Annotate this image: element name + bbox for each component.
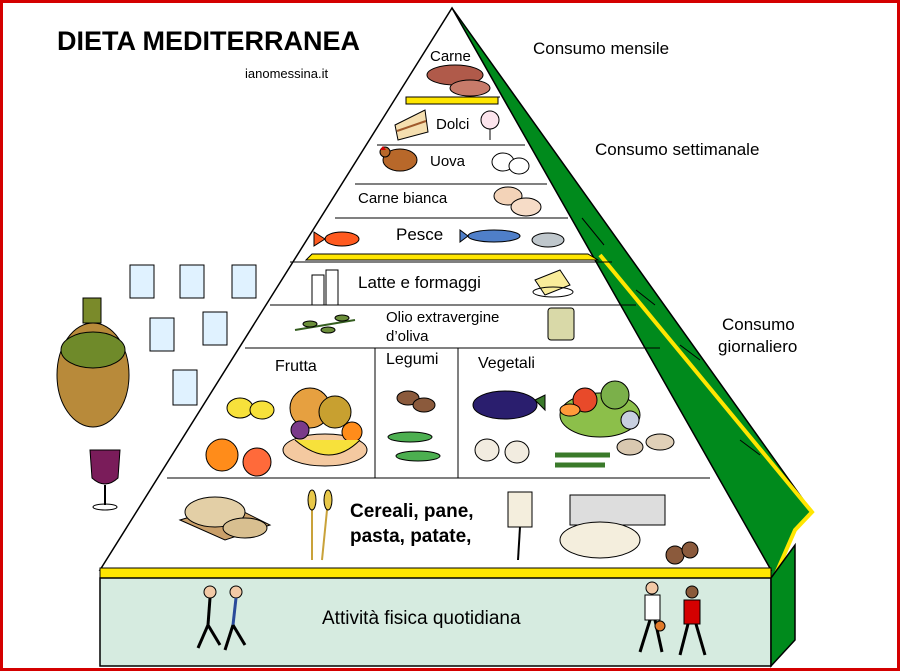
label-consumo-mensile: Consumo mensile bbox=[533, 39, 669, 58]
side-yellow-edge bbox=[598, 253, 815, 586]
level-latte-formaggi: Latte e formaggi bbox=[358, 273, 481, 292]
olive-branch-icon bbox=[294, 314, 356, 334]
base-side-face bbox=[770, 542, 796, 668]
level-vegetali: Vegetali bbox=[478, 355, 535, 372]
yellow-band-monthly bbox=[405, 96, 499, 105]
oranges-icon bbox=[205, 438, 272, 477]
pasta-icon bbox=[507, 491, 533, 561]
level-olio-2: d’oliva bbox=[386, 328, 429, 345]
meat-icon bbox=[426, 64, 491, 97]
garlic-icon bbox=[474, 438, 530, 464]
lollipop-icon bbox=[480, 110, 500, 140]
cake-icon bbox=[394, 109, 429, 141]
label-consumo-giornaliero-1: Consumo bbox=[722, 315, 795, 334]
wine-flask-icon bbox=[56, 297, 130, 428]
leeks-icon bbox=[555, 452, 610, 468]
level-carne-bianca: Carne bianca bbox=[358, 190, 448, 207]
yellow-band-base bbox=[99, 567, 772, 579]
hen-icon bbox=[379, 146, 418, 172]
level-carne: Carne bbox=[430, 48, 471, 65]
blue-fish-icon bbox=[459, 229, 521, 243]
label-consumo-giornaliero-2: giornaliero bbox=[718, 337, 797, 356]
lemons-icon bbox=[226, 397, 275, 420]
wheat-icon bbox=[307, 489, 333, 561]
level-legumi: Legumi bbox=[386, 351, 438, 368]
site-credit: ianomessina.it bbox=[245, 66, 328, 81]
level-frutta: Frutta bbox=[275, 358, 317, 375]
runners-icon bbox=[196, 585, 247, 651]
mushrooms-icon bbox=[616, 433, 675, 456]
milk-bottles-icon bbox=[311, 269, 339, 306]
pasta-machine-icon bbox=[559, 494, 699, 565]
basketball-players-icon bbox=[638, 581, 707, 656]
water-glasses-icon bbox=[129, 264, 257, 406]
eggplant-icon bbox=[472, 390, 546, 420]
wine-glass-icon bbox=[89, 449, 121, 511]
peas-icon bbox=[387, 431, 441, 462]
level-cereali-2: pasta, patate, bbox=[350, 526, 471, 547]
red-fish-icon bbox=[313, 231, 360, 247]
level-olio-1: Olio extravergine bbox=[386, 309, 499, 326]
level-dolci: Dolci bbox=[436, 116, 469, 133]
eggs-icon bbox=[491, 152, 530, 175]
oil-tin-icon bbox=[547, 307, 575, 341]
fruit-bowl-icon bbox=[282, 387, 368, 467]
activity-label: Attività fisica quotidiana bbox=[322, 608, 521, 629]
diagram-title: DIETA MEDITERRANEA bbox=[57, 26, 360, 56]
yellow-band-weekly bbox=[304, 253, 600, 261]
cheese-icon bbox=[532, 269, 574, 298]
poultry-icon bbox=[493, 186, 542, 217]
beans-icon bbox=[396, 390, 436, 413]
level-pesce: Pesce bbox=[396, 225, 443, 244]
vegetable-basket-icon bbox=[559, 380, 641, 438]
label-consumo-settimanale: Consumo settimanale bbox=[595, 140, 759, 159]
level-cereali-1: Cereali, pane, bbox=[350, 501, 474, 522]
level-uova: Uova bbox=[430, 153, 466, 170]
bread-icon bbox=[178, 496, 272, 541]
grey-fish-icon bbox=[531, 232, 565, 248]
